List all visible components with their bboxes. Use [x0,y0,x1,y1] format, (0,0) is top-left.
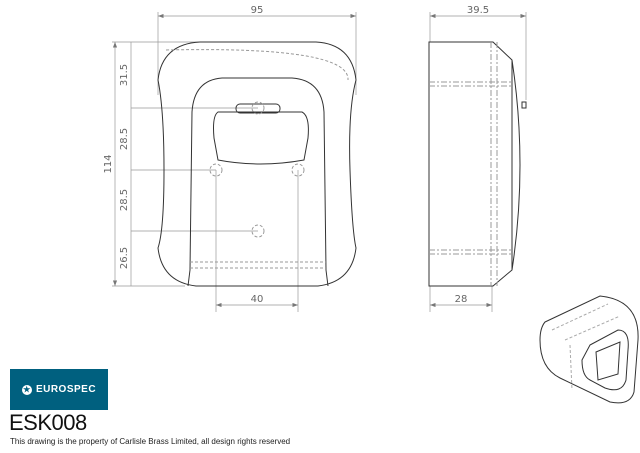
brand-name: EUROSPEC [35,384,97,395]
dim-depth-body: 28 [455,294,468,305]
front-view [157,41,357,287]
side-view [428,41,527,287]
dim-seg2: 28.5 [119,128,130,150]
star-globe-icon: ★ [21,384,32,395]
dim-depth-total: 39.5 [467,5,489,16]
mounting-hole-right [291,163,305,177]
mounting-hole-bottom [251,224,265,238]
dim-width: 95 [251,5,264,16]
copyright-note: This drawing is the property of Carlisle… [10,437,291,446]
dim-seg1: 31.5 [119,64,130,86]
eurospec-logo: ★ EUROSPEC [10,369,108,410]
product-code: ESK008 [9,410,87,435]
dim-height: 114 [103,154,114,173]
isometric-view [539,295,639,404]
dim-seg3: 28.5 [119,189,130,211]
dim-seg4: 26.5 [119,247,130,269]
mounting-hole-left [209,163,223,177]
mounting-hole-top [251,101,265,115]
dim-hole-spacing: 40 [251,294,264,305]
